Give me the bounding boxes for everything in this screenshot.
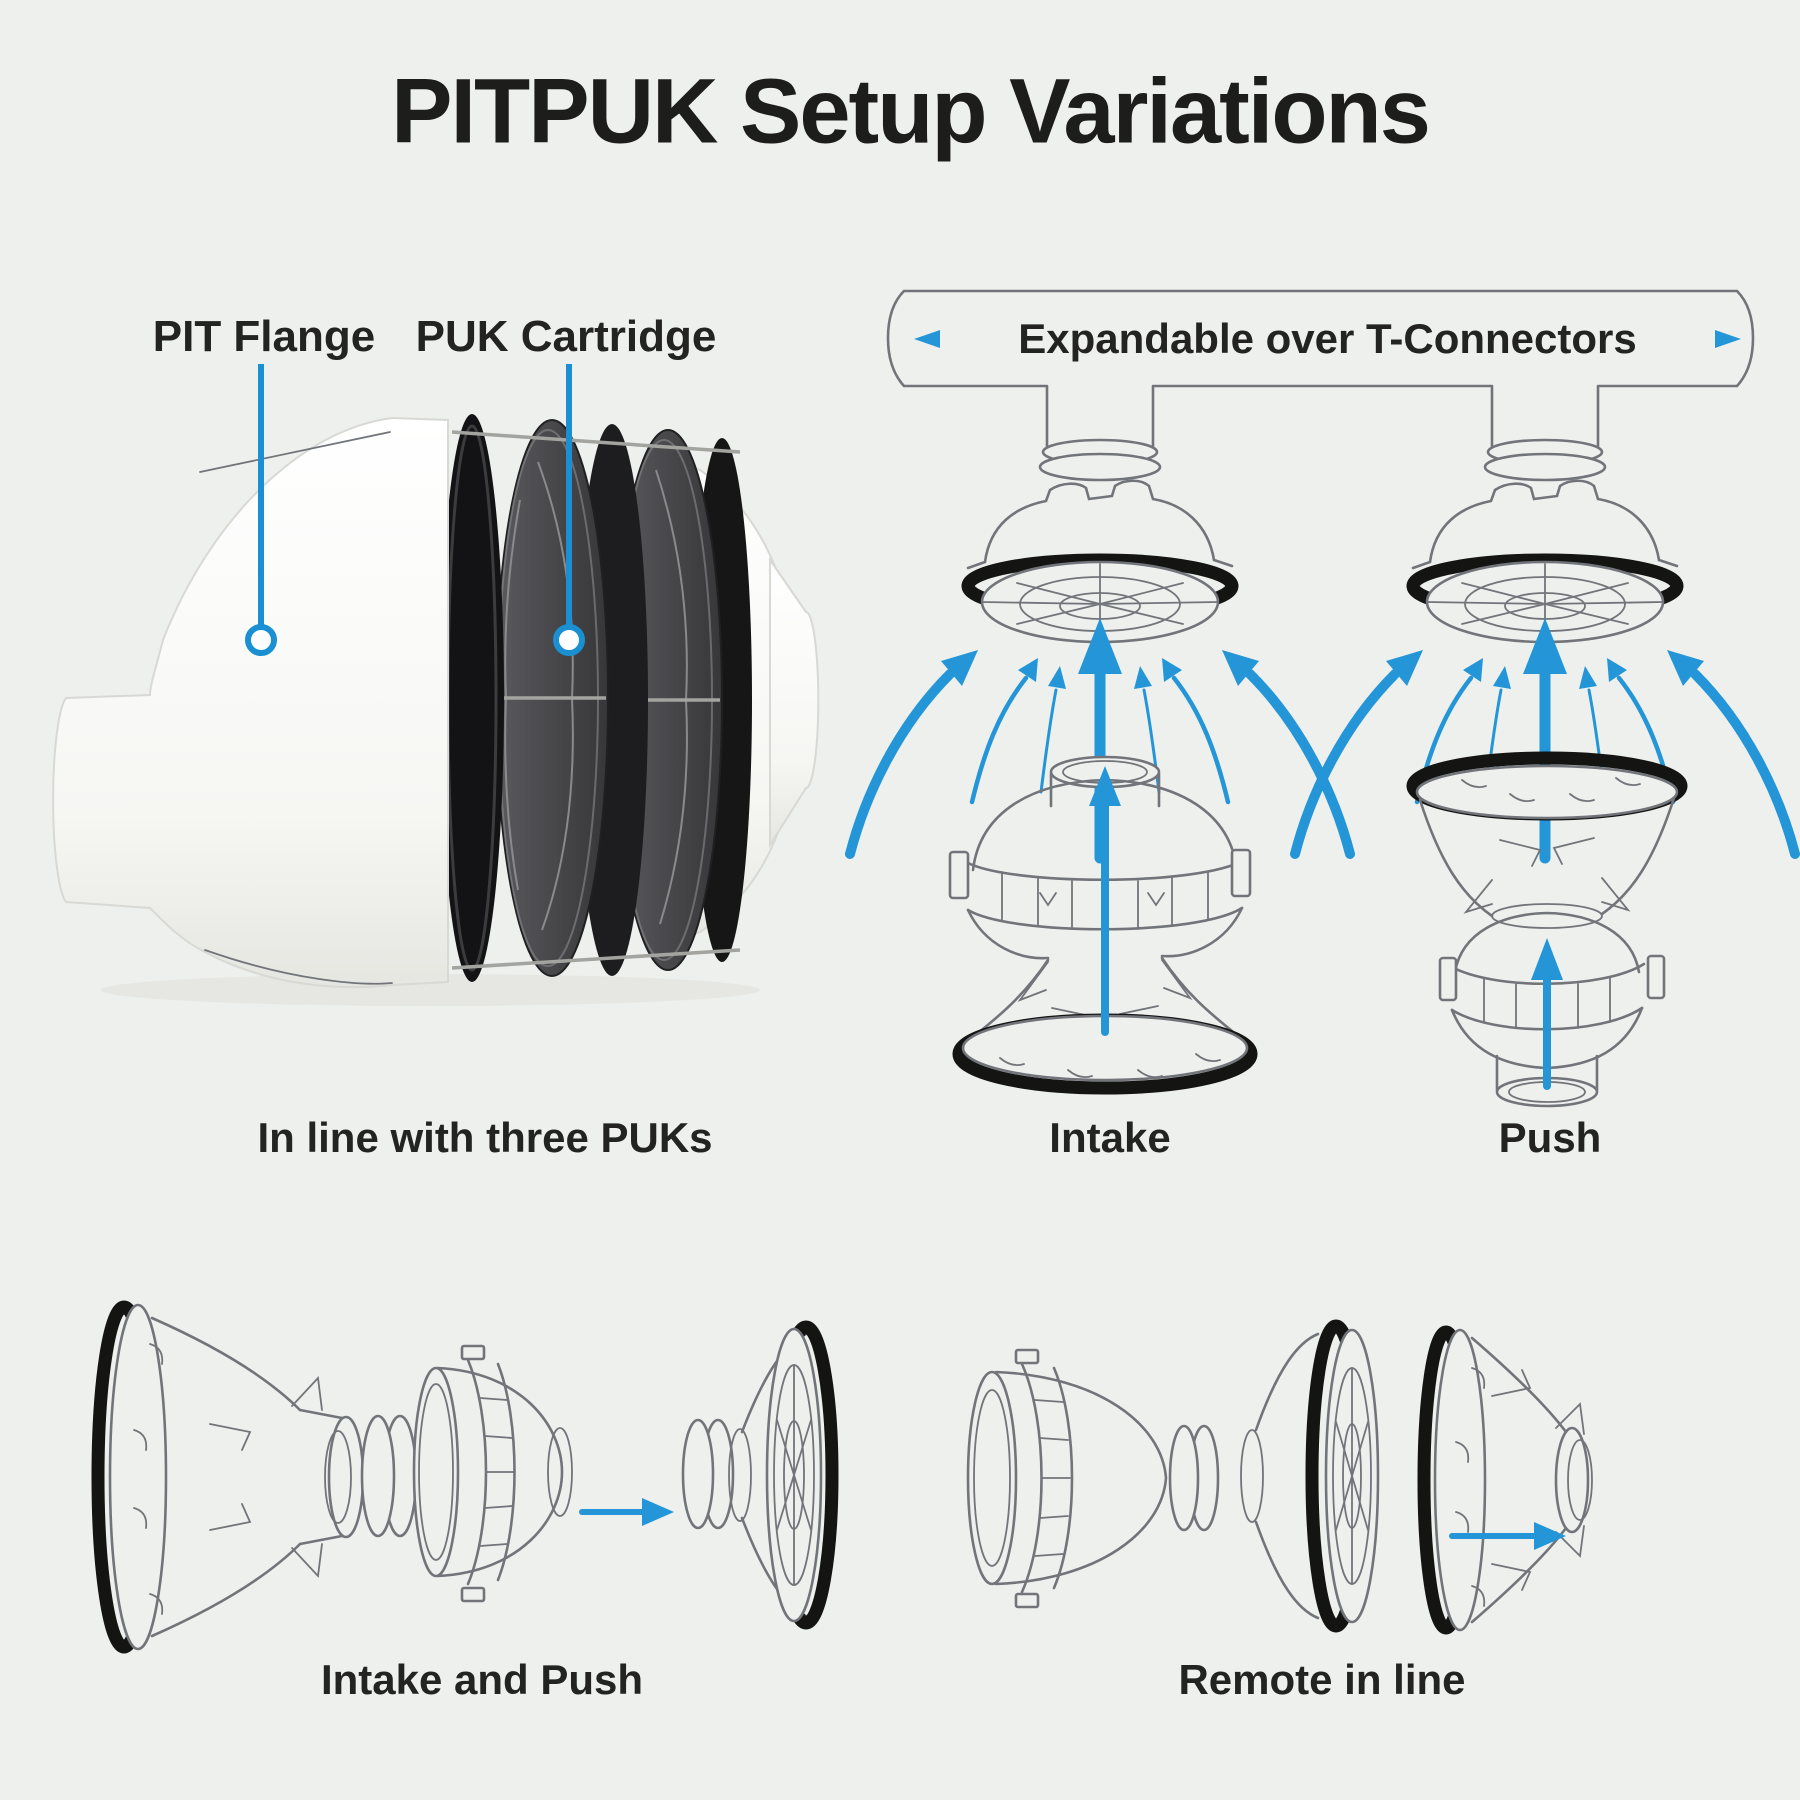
page-title: PITPUK Setup Variations (391, 60, 1431, 163)
product-photo (52, 414, 820, 1006)
duct-arrow-left-icon (914, 329, 1003, 348)
push-unit (1406, 751, 1688, 1108)
caption-intake-and-push: Intake and Push (320, 1656, 644, 1703)
caption-remote-in-line: Remote in line (1178, 1656, 1466, 1703)
intake-flow-arrow (1089, 766, 1121, 1036)
puk-cartridge-label: PUK Cartridge (415, 312, 717, 361)
t-connector-duct (886, 289, 1755, 482)
remote-inline-exploded (966, 1319, 1593, 1635)
expandable-label: Expandable over T-Connectors (1018, 314, 1637, 362)
pit-flange-left (52, 416, 449, 989)
photo-shadow (100, 974, 760, 1006)
push-flow-arrow (1531, 938, 1563, 1090)
intake-unit (948, 755, 1258, 1095)
puk-cartridge-stack (440, 414, 752, 982)
caption-inline-three-puks: In line with three PUKs (257, 1114, 713, 1161)
airflow-arrows-2 (1295, 618, 1795, 858)
remote-inline-flow-arrow (1449, 1522, 1566, 1550)
intake-push-exploded (91, 1300, 839, 1654)
airflow-arrows-1 (850, 618, 1350, 858)
duct-pipe-2 (1490, 385, 1600, 451)
pit-flange-leader-line (245, 364, 277, 656)
caption-push: Push (1498, 1114, 1602, 1161)
intake-push-flow-arrow (579, 1498, 674, 1526)
pit-flange-right-outlet (769, 556, 820, 849)
puk-cartridge-leader-line (553, 364, 585, 656)
duct-pipe-1 (1045, 385, 1155, 451)
expandable-banner: Expandable over T-Connectors (902, 291, 1753, 386)
caption-intake: Intake (1049, 1114, 1171, 1161)
pit-flange-label: PIT Flange (152, 312, 376, 361)
duct-arrow-right-icon (1652, 329, 1741, 348)
